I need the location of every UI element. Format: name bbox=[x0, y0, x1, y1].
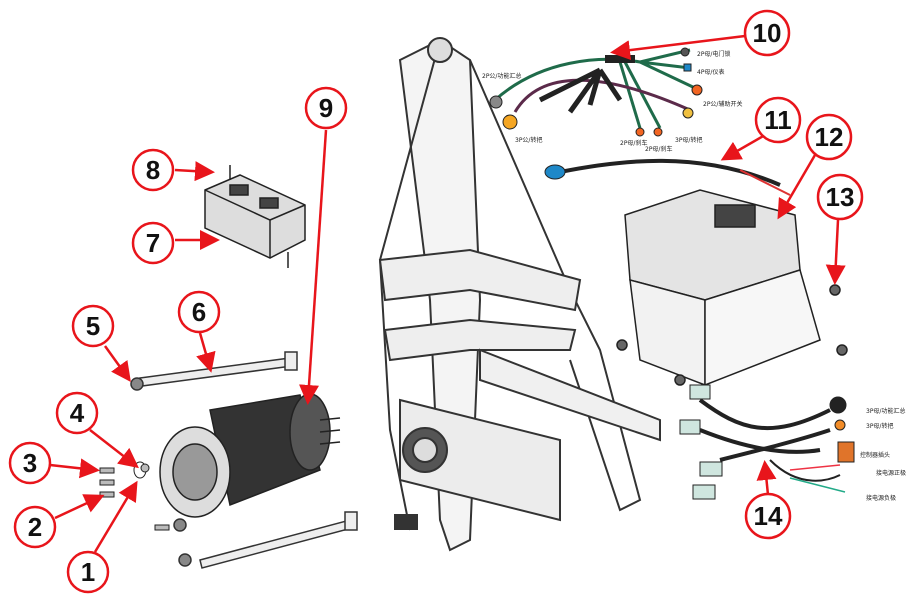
callout-11: 11 bbox=[764, 105, 792, 135]
label-14-1: 3P母/转把 bbox=[866, 422, 893, 430]
battery-box bbox=[616, 189, 848, 387]
label-10-5: 2P母/刹车 bbox=[645, 145, 672, 153]
callout-arrows bbox=[49, 34, 846, 553]
harness-14 bbox=[679, 384, 855, 500]
callout-numbers: 1 2 3 4 5 6 7 8 9 10 11 12 13 14 bbox=[23, 18, 855, 587]
cable-11 bbox=[544, 158, 791, 196]
callout-4: 4 bbox=[70, 398, 85, 428]
label-10-0: 2P母/电门锁 bbox=[697, 50, 730, 58]
callout-8: 8 bbox=[146, 155, 160, 185]
callout-5: 5 bbox=[86, 311, 100, 341]
label-14-2: 控制器插头 bbox=[860, 451, 890, 459]
label-10-6: 3P公/转把 bbox=[515, 136, 542, 144]
harness-10 bbox=[489, 47, 703, 137]
harness-10-labels: 2P母/电门锁 4P母/仪表 2P公/辅助开关 3P母/转把 2P母/刹车 2P… bbox=[482, 50, 742, 153]
harness-14-labels: 3P母/功能汇总 3P母/转把 控制器插头 接电源正极 接电源负极 bbox=[860, 407, 906, 502]
hardware bbox=[99, 461, 170, 531]
callout-3: 3 bbox=[23, 448, 37, 478]
callouts bbox=[8, 9, 864, 594]
bike-frame bbox=[378, 37, 661, 552]
callout-1: 1 bbox=[81, 557, 95, 587]
controller bbox=[204, 165, 306, 268]
label-10-2: 2P公/辅助开关 bbox=[703, 100, 742, 108]
callout-7: 7 bbox=[146, 228, 160, 258]
callout-12: 12 bbox=[815, 122, 844, 152]
label-10-3: 3P母/转把 bbox=[675, 136, 702, 144]
callout-6: 6 bbox=[192, 297, 206, 327]
label-14-3: 接电源正极 bbox=[876, 469, 906, 477]
callout-9: 9 bbox=[319, 93, 333, 123]
label-14-0: 3P母/功能汇总 bbox=[866, 407, 905, 415]
callout-14: 14 bbox=[754, 501, 783, 531]
axle-bolts bbox=[130, 351, 358, 569]
callout-2: 2 bbox=[28, 512, 42, 542]
label-10-4: 2P母/刹车 bbox=[620, 139, 647, 147]
motor bbox=[159, 393, 341, 518]
label-10-1: 4P母/仪表 bbox=[697, 68, 724, 76]
label-10-7: 2P公/功能汇总 bbox=[482, 72, 521, 80]
callout-10: 10 bbox=[753, 18, 782, 48]
label-14-4: 接电源负极 bbox=[866, 494, 896, 502]
callout-13: 13 bbox=[826, 182, 855, 212]
